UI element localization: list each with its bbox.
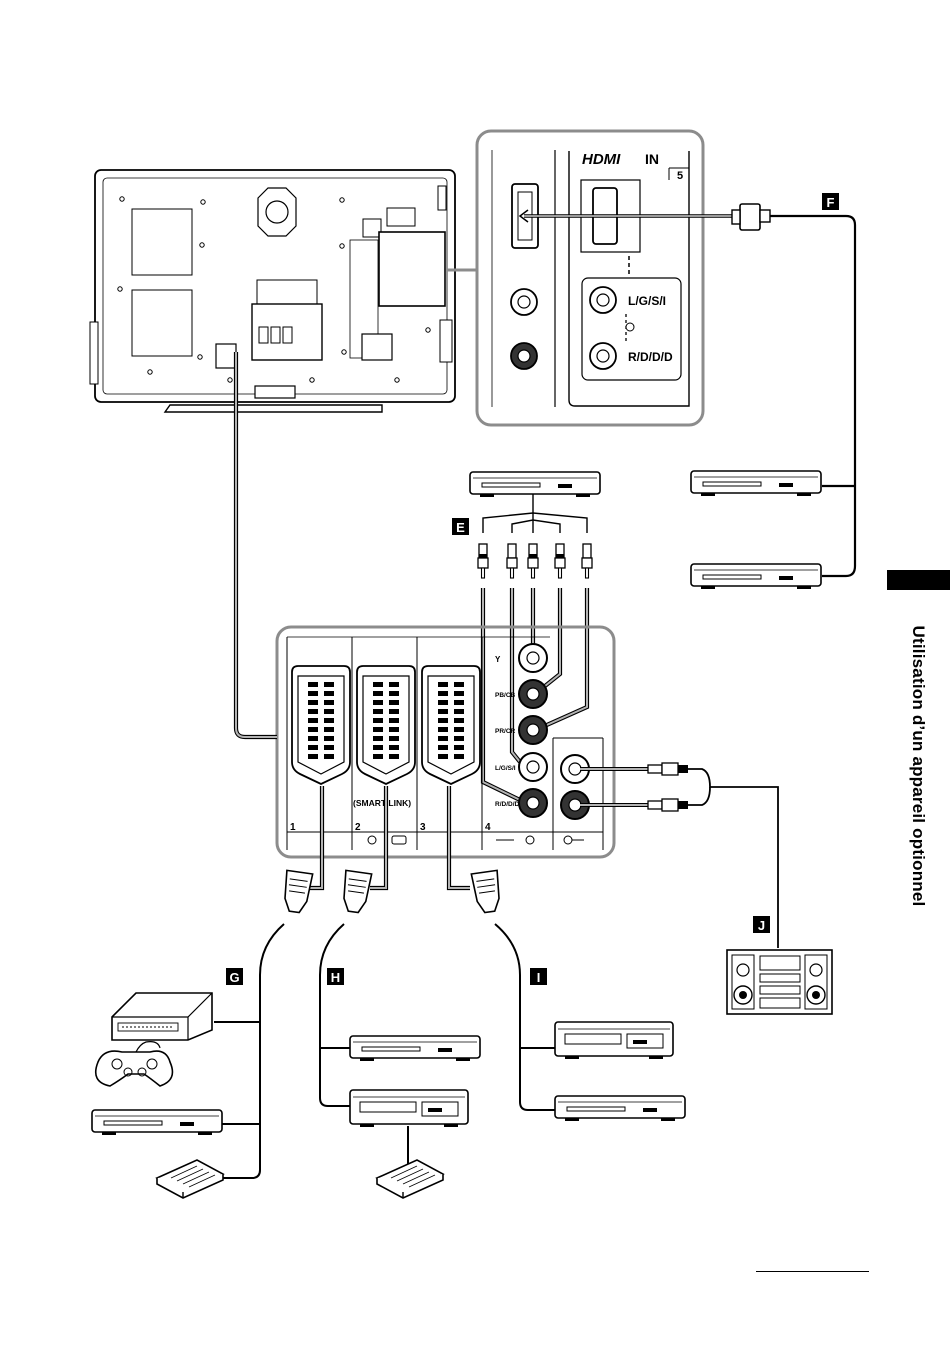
dvd-player-icon: [92, 1110, 222, 1135]
scart-plug-icon: [340, 870, 371, 913]
label-pb: PB/CB: [495, 692, 516, 699]
scart-3-number: 3: [420, 822, 426, 833]
vcr-icon: [350, 1090, 468, 1127]
smartlink-label: (SMART LINK): [353, 798, 411, 808]
label-y: Y: [495, 655, 501, 664]
rca-plug-icon: [555, 544, 565, 578]
dvd-player-icon: [691, 564, 821, 589]
game-console-icon: [112, 993, 212, 1040]
rca-plug-icon: [507, 544, 517, 578]
dvd-player-icon: [350, 1036, 480, 1061]
callout-g: G: [226, 968, 243, 985]
hifi-system-icon: [727, 950, 832, 1014]
rca-plug-icon: [478, 544, 488, 578]
scart-plug-icon: [281, 870, 312, 913]
label-pr: PR/CR: [495, 728, 516, 735]
hdmi-port-number: 5: [677, 170, 683, 182]
section-tab-marker: [887, 570, 950, 590]
scart-plug-icon: [471, 870, 502, 913]
tv-rear-icon: [90, 170, 455, 412]
dvd-player-icon: [691, 471, 821, 496]
scart-2-number: 2: [355, 822, 361, 833]
svg-text:F: F: [827, 195, 835, 210]
svg-text:E: E: [456, 520, 465, 535]
decoder-icon: [157, 1160, 223, 1198]
callout-f: F: [822, 193, 839, 210]
vcr-icon: [555, 1022, 673, 1059]
scart-1-number: 1: [290, 822, 296, 833]
dvd-player-icon: [470, 472, 600, 497]
callout-i: I: [530, 968, 547, 985]
svg-text:H: H: [331, 970, 340, 985]
callout-j: J: [753, 916, 770, 933]
svg-text:G: G: [229, 970, 239, 985]
audio-right-label: R/D/D/D: [628, 350, 673, 364]
component-number: 4: [485, 822, 491, 833]
hdmi-in-label: IN: [645, 151, 659, 167]
callout-e: E: [452, 518, 469, 535]
footer-rule: [756, 1271, 869, 1272]
label-l: L/G/S/I: [495, 765, 516, 772]
decoder-icon: [377, 1160, 443, 1198]
rca-plug-icon: [648, 763, 688, 811]
audio-out-cable: [580, 763, 778, 948]
hdmi-panel: HDMI IN 5 L/G/S/I R/D/D/D: [447, 131, 703, 425]
svg-text:I: I: [537, 970, 541, 985]
dvd-player-icon: [555, 1096, 685, 1121]
hdmi-logo: HDMI: [582, 151, 621, 168]
component-cable: [483, 494, 587, 533]
label-r: R/D/D/D: [495, 801, 520, 808]
rca-plug-icon: [528, 544, 538, 578]
svg-text:J: J: [758, 918, 765, 933]
hdmi-plug-icon: [732, 204, 770, 230]
callout-h: H: [327, 968, 344, 985]
section-title: Utilisation d’un appareil optionnel: [908, 626, 928, 907]
rca-plug-icon: [582, 544, 592, 578]
rear-panel: 1 2 3 4 (SMART LINK) Y PB/CB PR/CR L/G/S…: [277, 627, 614, 857]
gamepad-icon: [96, 1042, 173, 1086]
audio-left-label: L/G/S/I: [628, 294, 666, 308]
